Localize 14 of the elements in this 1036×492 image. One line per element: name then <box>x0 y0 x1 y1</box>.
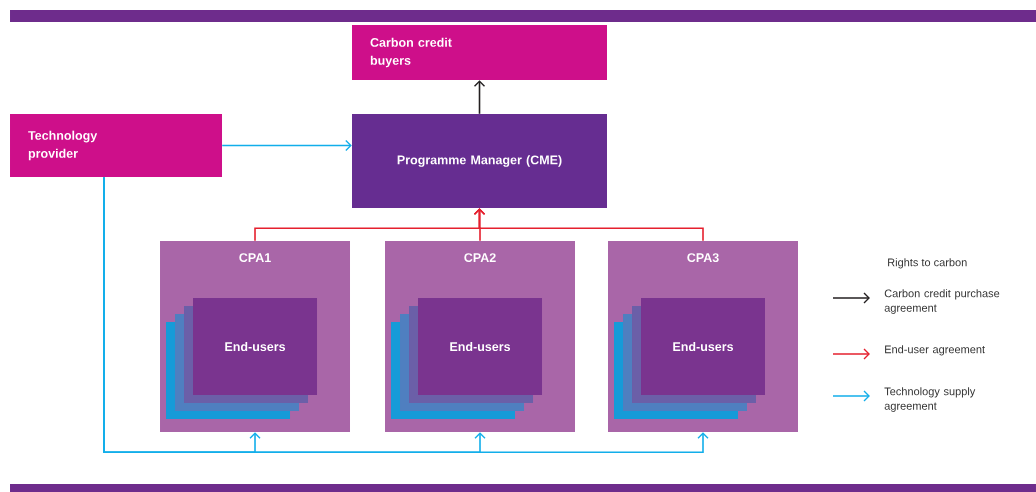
arrow <box>103 176 709 453</box>
legend-text: Carbon credit purchase agreement <box>884 289 1000 314</box>
end-users-box: End-users <box>641 298 765 395</box>
legend-text: Technology supply agreement <box>884 387 976 412</box>
legend-heading: Rights to carbon <box>888 258 967 269</box>
end-users-box: End-users <box>193 298 317 395</box>
arrow <box>473 80 486 115</box>
legend-text: End-user agreement <box>885 345 985 356</box>
stakeholder-box: Carbon credit buyers <box>352 25 607 80</box>
arrow <box>221 139 352 152</box>
manager-box: Programme Manager (CME) <box>352 114 607 208</box>
stakeholder-box: Technology provider <box>10 114 222 177</box>
arrow <box>473 208 704 242</box>
end-users-box: End-users <box>418 298 542 395</box>
